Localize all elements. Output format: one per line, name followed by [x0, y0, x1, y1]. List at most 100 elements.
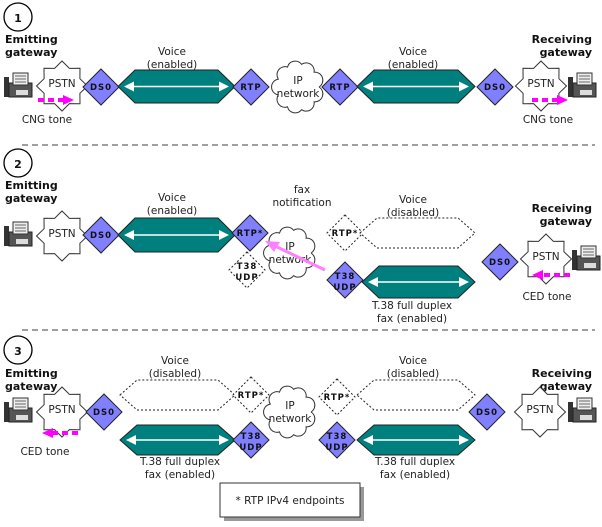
network-label: network — [277, 88, 321, 100]
t38-udp-endpoint-inactive-label: UDP — [235, 273, 258, 283]
rtp-endpoint-label: RTP — [240, 83, 261, 93]
receiving-gateway-label: Receiving — [532, 33, 592, 46]
t38-udp-endpoint-label: UDP — [239, 443, 262, 453]
t38-fax-enabled-label: fax (enabled) — [377, 313, 447, 325]
fax-machine-icon — [4, 397, 33, 423]
tone-arrow-icon — [42, 428, 53, 438]
t38-udp-endpoint — [318, 421, 356, 459]
t38-udp-endpoint-label: T38 — [241, 432, 262, 442]
rtp-star-endpoint-inactive — [232, 376, 270, 414]
ip-label: IP — [293, 75, 302, 87]
ds0-endpoint — [82, 68, 120, 106]
fax-tray — [16, 90, 28, 95]
t38-fax-enabled-label: T.38 full duplex — [139, 456, 220, 468]
t38-fax-enabled-label: fax (enabled) — [380, 469, 450, 481]
t38-udp-endpoint-label: T38 — [335, 272, 356, 282]
ip-network-cloud-icon — [271, 60, 324, 114]
ds0-endpoint-label: DS0 — [90, 83, 112, 93]
fax-handset — [4, 77, 9, 97]
arrowhead-right-icon — [219, 435, 229, 445]
pstn-star-icon — [35, 386, 89, 438]
voice-enabled-label: (enabled) — [388, 59, 438, 71]
t38-udp-endpoint — [326, 261, 364, 299]
t38-udp-endpoint-label: UDP — [325, 443, 348, 453]
fax-handset — [568, 402, 573, 422]
emitting-gateway-label: gateway — [5, 380, 57, 393]
arrowhead-left-icon — [126, 435, 136, 445]
voice-enabled-label: Voice — [158, 192, 186, 204]
fax-notification-label: fax — [294, 184, 310, 196]
pstn-star-icon — [513, 386, 567, 438]
t38-fax-enabled-label: T.38 full duplex — [374, 456, 455, 468]
network-label: network — [269, 413, 313, 425]
ip-label: IP — [285, 241, 294, 253]
ds0-endpoint-label: DS0 — [484, 83, 506, 93]
ds0-endpoint — [82, 216, 120, 254]
arrowhead-left-icon — [124, 230, 134, 240]
arrowhead-right-icon — [219, 230, 229, 240]
ds0-endpoint-label: DS0 — [93, 408, 115, 418]
fax-handset — [4, 226, 9, 246]
tone-arrow-icon — [63, 95, 74, 105]
fax-handset — [4, 402, 9, 422]
voice-channel-disabled — [359, 217, 476, 249]
emitting-gateway-label: gateway — [5, 192, 57, 205]
t38-udp-endpoint-inactive-label: T38 — [237, 262, 258, 272]
arrowhead-left-icon — [368, 277, 378, 287]
arrowhead-left-icon — [124, 81, 134, 92]
rtp-star-endpoint-inactive — [318, 378, 356, 416]
legend-box — [219, 482, 361, 518]
fax-machine-icon — [572, 245, 601, 271]
rtp-star-endpoint-inactive — [326, 214, 364, 252]
voice-disabled-label: Voice — [399, 194, 427, 206]
cng-tone-label: CNG tone — [22, 114, 72, 126]
t38-udp-endpoint-inactive — [228, 251, 266, 289]
voice-enabled-label: Voice — [158, 46, 186, 58]
rtp-endpoint — [232, 68, 270, 106]
emitting-gateway-label: Emitting — [5, 179, 58, 192]
step-circle — [3, 2, 33, 32]
pstn-label: PSTN — [527, 78, 554, 90]
ds0-endpoint — [476, 68, 514, 106]
cng-tone-label: CNG tone — [523, 114, 573, 126]
rtp-star-endpoint — [231, 214, 269, 252]
t38-udp-endpoint — [232, 421, 270, 459]
voice-disabled-label: Voice — [161, 355, 189, 367]
voice-enabled-label: (enabled) — [147, 59, 197, 71]
rtp-star-endpoint-inactive-label: RTP* — [332, 229, 359, 239]
fax-tray — [584, 263, 596, 268]
fax-handset — [568, 77, 573, 97]
ced-tone-label: CED tone — [20, 446, 69, 458]
pstn-star-icon — [35, 210, 89, 262]
arrowhead-left-icon — [363, 435, 373, 445]
ds0-endpoint-label: DS0 — [476, 408, 498, 418]
t38-fax-enabled-label: fax (enabled) — [145, 469, 215, 481]
fax-tray — [580, 90, 592, 95]
pstn-label: PSTN — [48, 228, 75, 240]
rtp-endpoint — [321, 68, 359, 106]
fax-machine-icon — [568, 397, 597, 423]
ds0-endpoint-label: DS0 — [90, 231, 112, 241]
t38-fax-enabled-label: T.38 full duplex — [371, 300, 452, 312]
fax-notification-label: notification — [272, 197, 331, 209]
step-number: 1 — [14, 12, 22, 25]
arrowhead-right-icon — [219, 81, 229, 92]
fax-machine-icon — [4, 221, 33, 247]
pstn-label: PSTN — [48, 404, 75, 416]
t38-udp-endpoint-label: T38 — [327, 432, 348, 442]
voice-disabled-label: (disabled) — [387, 368, 439, 380]
voice-disabled-label: Voice — [399, 355, 427, 367]
arrowhead-right-icon — [459, 81, 469, 92]
ds0-endpoint — [85, 393, 123, 431]
emitting-gateway-label: gateway — [5, 46, 57, 59]
ds0-endpoint — [468, 393, 506, 431]
voice-disabled-label: (disabled) — [149, 368, 201, 380]
rtp-endpoint-label: RTP — [329, 83, 350, 93]
arrowhead-right-icon — [459, 435, 469, 445]
rtp-star-endpoint-label: RTP* — [237, 229, 264, 239]
ds0-endpoint-label: DS0 — [489, 258, 511, 268]
step-number: 2 — [14, 158, 22, 171]
receiving-gateway-label: gateway — [540, 46, 592, 59]
voice-disabled-label: (disabled) — [387, 207, 439, 219]
ip-network-cloud-icon — [263, 385, 316, 439]
